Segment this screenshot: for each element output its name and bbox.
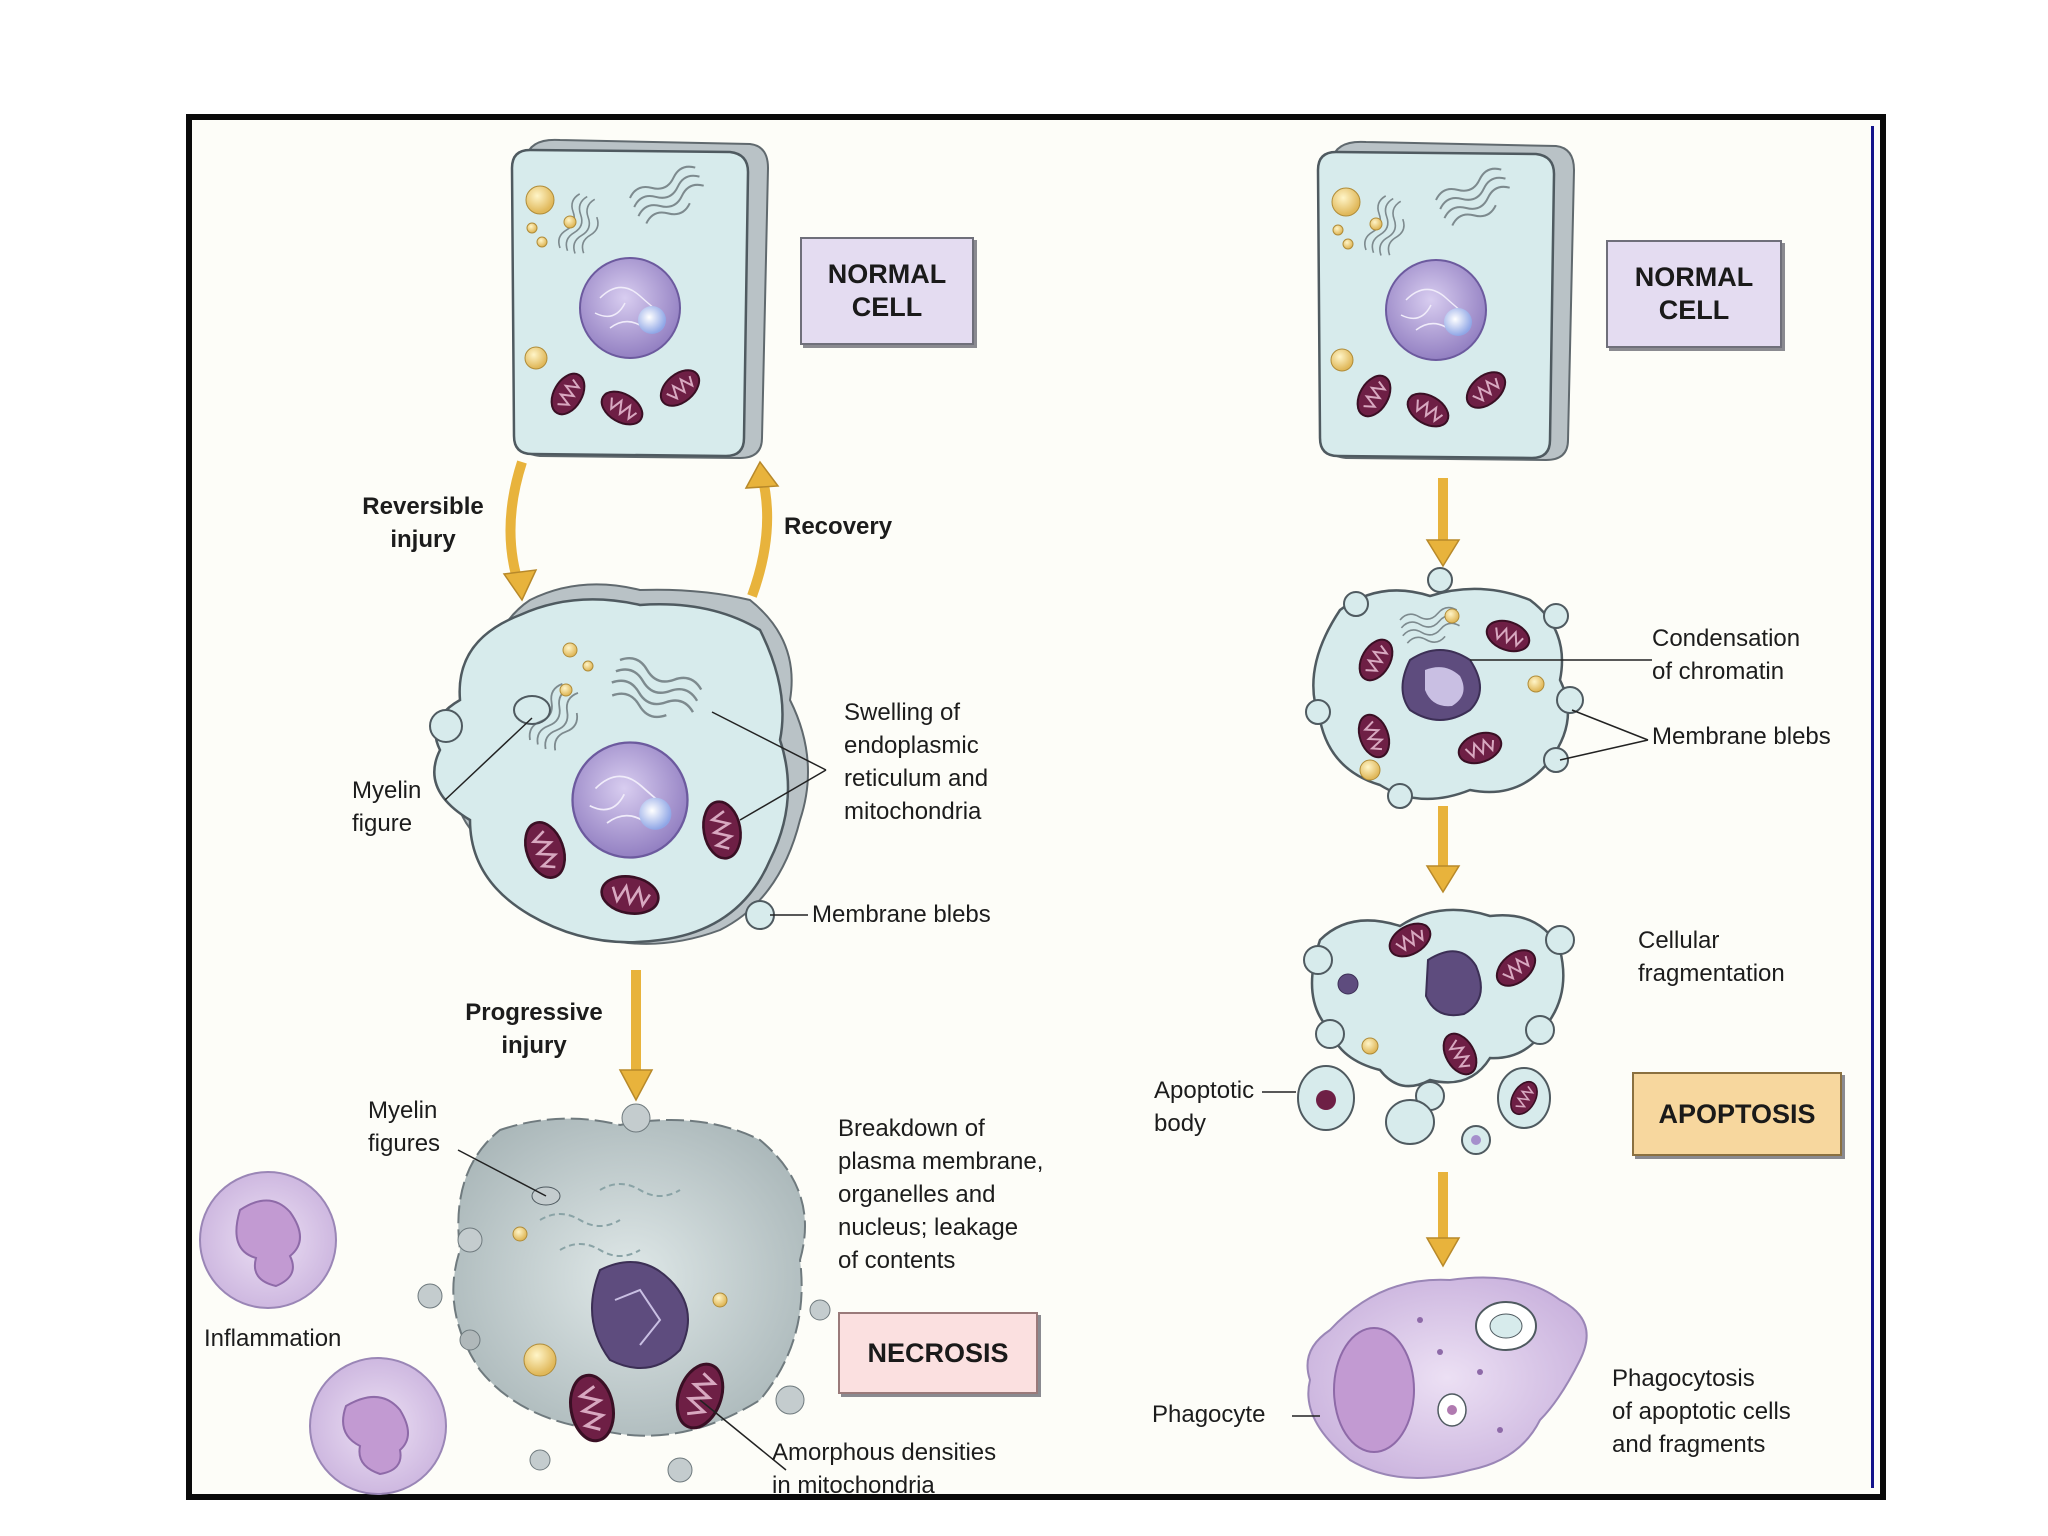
shrunken-apoptotic-cell bbox=[1305, 567, 1584, 809]
necrosis-label: NECROSIS bbox=[867, 1337, 1009, 1368]
right-normal-cell bbox=[1318, 142, 1574, 460]
normal-cell-box-right: NORMAL CELL bbox=[1606, 240, 1782, 348]
phagocytosis-label: Phagocytosis of apoptotic cells and frag… bbox=[1612, 1365, 1791, 1458]
normal-cell-label-right: NORMAL CELL bbox=[1634, 262, 1754, 325]
apoptosis-box: APOPTOSIS bbox=[1632, 1072, 1842, 1156]
normal-cell-box-left: NORMAL CELL bbox=[800, 237, 974, 345]
progressive-injury-label: Progressive injury bbox=[465, 999, 603, 1059]
phagocyte-cell bbox=[1306, 1276, 1588, 1479]
inflammation-label: Inflammation bbox=[204, 1325, 342, 1352]
apoptosis-label: APOPTOSIS bbox=[1658, 1098, 1816, 1129]
swelling-label: Swelling of endoplasmic reticulum and mi… bbox=[844, 699, 989, 825]
swollen-cell-leaders bbox=[444, 711, 827, 916]
fragmenting-cell bbox=[1303, 908, 1575, 1111]
recovery-arrow bbox=[747, 474, 773, 598]
normal-cell-label-left: NORMAL CELL bbox=[827, 259, 947, 322]
apoptosis-arrows bbox=[1425, 478, 1461, 1268]
membrane-blebs-label-left: Membrane blebs bbox=[812, 901, 991, 928]
apoptotic-bodies bbox=[1297, 1065, 1551, 1155]
amorphous-densities-label: Amorphous densities in mitochondria bbox=[772, 1439, 997, 1499]
myelin-figure-label: Myelin figure bbox=[352, 777, 422, 837]
condensation-label: Condensation of chromatin bbox=[1652, 625, 1801, 685]
recovery-label: Recovery bbox=[784, 513, 893, 540]
inflammation-leukocytes bbox=[199, 1171, 447, 1495]
membrane-blebs-label-right: Membrane blebs bbox=[1652, 723, 1831, 750]
apoptotic-cell-leaders bbox=[1470, 659, 1652, 761]
necrotic-cell bbox=[417, 1103, 831, 1483]
left-normal-cell bbox=[512, 140, 768, 458]
swollen-cell bbox=[429, 583, 809, 945]
cellular-fragmentation-label: Cellular fragmentation bbox=[1638, 927, 1785, 987]
phagocyte-label: Phagocyte bbox=[1152, 1401, 1266, 1428]
frame-inner-border bbox=[198, 126, 1874, 1488]
breakdown-label: Breakdown of plasma membrane, organelles… bbox=[838, 1115, 1044, 1274]
necrosis-box: NECROSIS bbox=[838, 1312, 1038, 1394]
reversible-injury-arrow bbox=[505, 460, 527, 590]
myelin-figures-label: Myelin figures bbox=[368, 1097, 441, 1157]
necrotic-cell-leaders bbox=[457, 1149, 787, 1471]
apoptotic-body-label: Apoptotic body bbox=[1154, 1077, 1255, 1137]
reversible-injury-label: Reversible injury bbox=[362, 493, 484, 553]
